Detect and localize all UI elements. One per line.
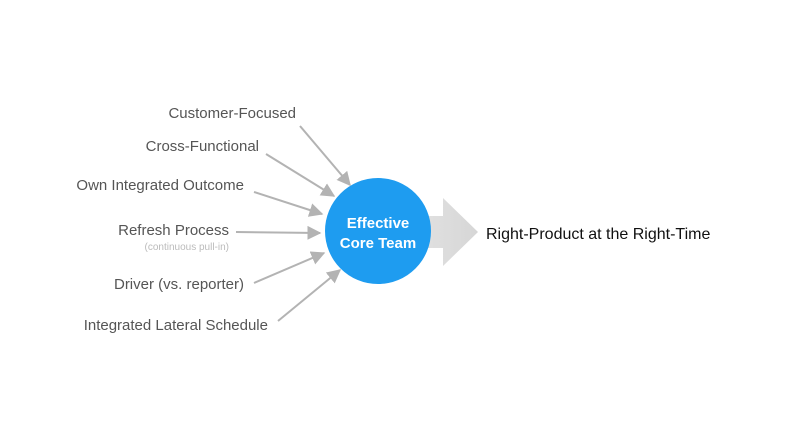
arrow-integrated-lateral-schedule (277, 269, 342, 322)
arrow-refresh-process (235, 225, 322, 240)
arrow-driver (253, 251, 326, 284)
arrow-own-integrated-outcome (253, 191, 324, 217)
input-label-refresh-process: Refresh Process (118, 222, 229, 239)
arrow-customer-focused (299, 125, 351, 187)
input-label-cross-functional: Cross-Functional (146, 138, 259, 155)
output-label: Right-Product at the Right-Time (486, 226, 710, 243)
core-label-line2: Core Team (340, 235, 416, 252)
input-label-integrated-lateral-schedule: Integrated Lateral Schedule (84, 317, 268, 334)
input-label-customer-focused: Customer-Focused (168, 105, 296, 122)
core-team-circle (325, 178, 431, 284)
output-arrow (395, 198, 478, 266)
input-label-driver: Driver (vs. reporter) (114, 276, 244, 293)
input-sublabel-refresh-process: (continuous pull-in) (145, 242, 230, 253)
input-label-own-integrated-outcome: Own Integrated Outcome (76, 177, 244, 194)
arrow-cross-functional (265, 153, 336, 197)
core-label-line1: Effective (347, 215, 410, 232)
